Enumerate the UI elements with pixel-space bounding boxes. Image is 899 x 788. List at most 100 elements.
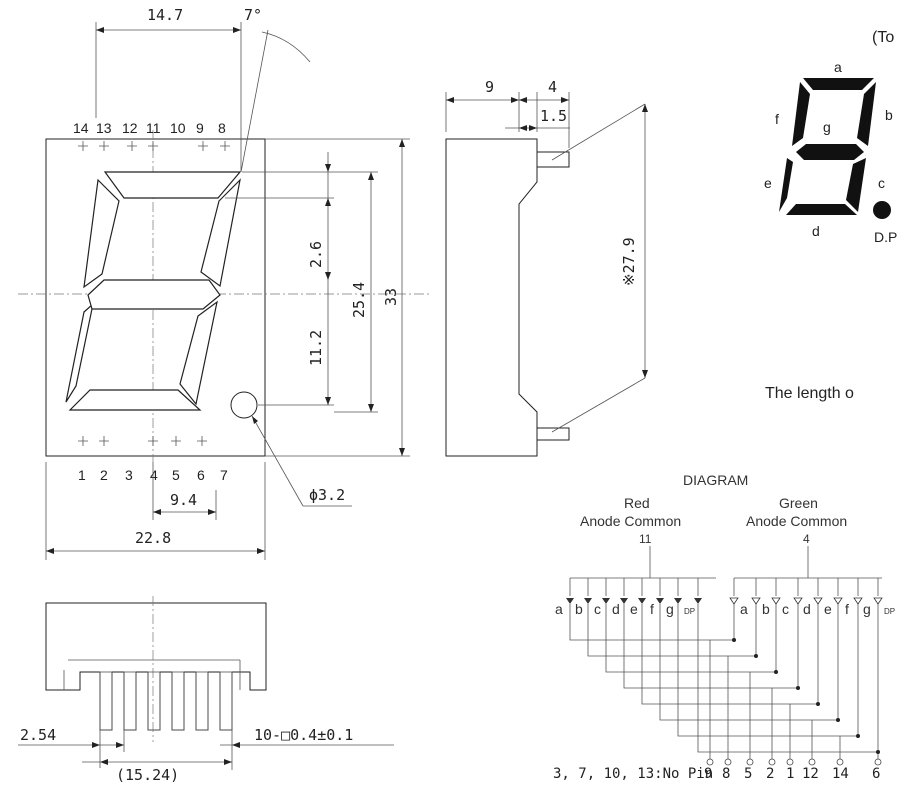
dim-14-7: 14.7	[147, 6, 183, 24]
legend-label-g: g	[823, 119, 831, 135]
dim-9-4: 9.4	[170, 491, 197, 509]
top-pin-13: 13	[96, 120, 112, 136]
bottom-pin-marks	[78, 436, 207, 446]
segment-legend: (To a b c d e f g D.P The length o	[764, 29, 897, 402]
front-view: 14 13 12 11 10 9 8 1 2 3 4 5 6 7 14.7 7°…	[18, 6, 430, 560]
ext-27-9-bottom	[551, 377, 646, 433]
circuit-pin-2: 2	[766, 766, 774, 782]
dim-angle: 7°	[244, 6, 262, 24]
wiring-junctions	[732, 638, 880, 754]
legend-seg-a	[803, 78, 874, 90]
legend-label-a: a	[834, 59, 842, 75]
dim-2-54: 2.54	[20, 726, 56, 744]
green-seg-b: b	[762, 601, 770, 617]
green-seg-g: g	[863, 601, 871, 617]
green-seg-e: e	[824, 601, 832, 617]
side-pin-top	[536, 151, 570, 168]
segment-e-outline	[65, 302, 94, 403]
circuit-pin-1: 1	[786, 766, 794, 782]
front-body-outline	[45, 138, 266, 457]
bottom-view: 2.54 10-□0.4±0.1 (15.24)	[18, 596, 394, 784]
red-seg-c: c	[594, 601, 601, 617]
dim-25-4: 25.4	[350, 282, 368, 318]
circuit-diagram: DIAGRAM Red Green Anode Common Anode Com…	[553, 472, 895, 782]
top-pin-10: 10	[170, 120, 186, 136]
legend-seg-f	[792, 82, 810, 146]
dim-side-9: 9	[485, 78, 494, 96]
side-pin-bottom	[536, 427, 570, 441]
legend-seg-g	[796, 144, 864, 160]
green-common-pin: 4	[803, 532, 810, 546]
legend-label-d: d	[812, 223, 820, 239]
wiring-grid	[569, 604, 879, 760]
circuit-pin-5: 5	[744, 766, 752, 782]
side-view: 9 4 1.5 ※27.9	[445, 78, 648, 457]
green-led-column	[729, 578, 883, 605]
segment-b-outline	[200, 178, 241, 288]
dp-leader-arrow	[252, 416, 258, 424]
dim-33: 33	[382, 288, 400, 306]
dim-22-8: 22.8	[135, 529, 171, 547]
dim-pin-size: 10-□0.4±0.1	[254, 726, 353, 744]
green-seg-c: c	[782, 601, 789, 617]
dp-leader	[251, 415, 304, 507]
legend-digit	[779, 78, 891, 219]
red-seg-f: f	[650, 601, 654, 617]
dim-arrows-2-54	[92, 742, 124, 748]
dim-side-4: 4	[548, 78, 557, 96]
bottom-pin-terminals	[706, 758, 882, 766]
legend-title-fragment: (To	[872, 29, 894, 46]
red-led-column	[566, 578, 702, 604]
circuit-pin-9: 9	[704, 766, 712, 782]
legend-label-f: f	[775, 111, 779, 127]
bottom-pin-7: 7	[220, 467, 228, 483]
red-label: Red	[624, 495, 650, 511]
ext-27-9-top	[551, 103, 646, 161]
dim-arrow-pin-size	[232, 742, 240, 748]
red-seg-e: e	[630, 601, 638, 617]
red-seg-g: g	[666, 601, 674, 617]
angle-line	[240, 29, 269, 173]
legend-seg-b	[857, 82, 876, 146]
bottom-pin-3: 3	[125, 467, 133, 483]
green-seg-f: f	[845, 601, 849, 617]
note-fragment: The length o	[765, 385, 854, 402]
red-anode-label: Anode Common	[580, 513, 681, 529]
green-label: Green	[779, 495, 818, 511]
green-seg-d: d	[803, 601, 811, 617]
legend-label-dp: D.P	[874, 229, 897, 245]
circuit-pin-8: 8	[722, 766, 730, 782]
bottom-pin-2: 2	[100, 467, 108, 483]
legend-dp-dot	[873, 201, 891, 219]
segment-d-outline	[68, 389, 202, 411]
legend-seg-e	[779, 158, 793, 212]
legend-label-b: b	[885, 107, 893, 123]
no-pin-note: 3, 7, 10, 13:No Pin	[553, 766, 713, 782]
side-body-outline	[445, 138, 538, 457]
circuit-title: DIAGRAM	[683, 472, 748, 488]
red-seg-dp: DP	[684, 607, 695, 616]
dim-arrows-1-5	[519, 125, 537, 131]
segment-a-outline	[103, 171, 242, 199]
dim-side-1-5: 1.5	[540, 107, 567, 125]
top-pin-9: 9	[196, 120, 204, 136]
bottom-pin-6: 6	[197, 467, 205, 483]
circuit-pin-12: 12	[802, 766, 819, 782]
bottom-pin-5: 5	[172, 467, 180, 483]
dim-side-27-9: ※27.9	[620, 237, 638, 286]
dim-15-24: (15.24)	[116, 766, 179, 784]
circuit-pin-14: 14	[832, 766, 849, 782]
red-seg-a: a	[555, 601, 563, 617]
bottom-pin-1: 1	[78, 467, 86, 483]
top-pin-12: 12	[122, 120, 138, 136]
top-pin-8: 8	[218, 120, 226, 136]
dim-11-2: 11.2	[307, 330, 325, 366]
legend-label-e: e	[764, 175, 772, 191]
red-seg-d: d	[612, 601, 620, 617]
segment-f-outline	[83, 178, 120, 289]
green-seg-a: a	[740, 601, 748, 617]
front-segments	[65, 171, 242, 411]
red-seg-b: b	[575, 601, 583, 617]
top-pin-marks	[78, 141, 230, 151]
